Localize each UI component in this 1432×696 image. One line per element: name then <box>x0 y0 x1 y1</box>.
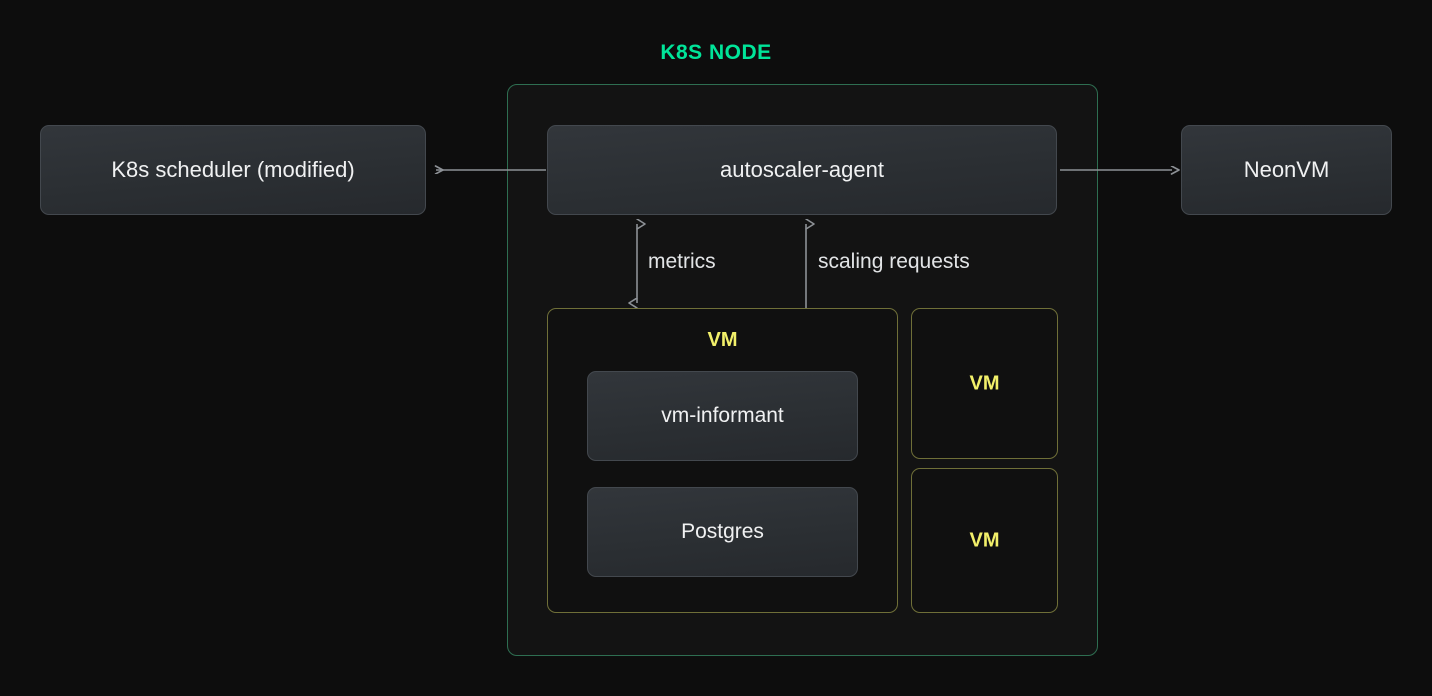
component-k8s-scheduler[interactable]: K8s scheduler (modified) <box>40 125 426 215</box>
vm-label-main: VM <box>707 329 738 351</box>
vm-box-secondary-2[interactable]: VM <box>911 468 1058 613</box>
component-vm-informant[interactable]: vm-informant <box>587 371 858 461</box>
flow-label-scaling-requests: scaling requests <box>818 250 970 273</box>
k8s-node-title: K8S NODE <box>660 41 772 64</box>
vm-box-secondary-1[interactable]: VM <box>911 308 1058 459</box>
component-neonvm[interactable]: NeonVM <box>1181 125 1392 215</box>
vm-label-secondary-2: VM <box>969 529 1000 551</box>
flow-label-metrics: metrics <box>648 250 716 273</box>
component-postgres[interactable]: Postgres <box>587 487 858 577</box>
vm-label-secondary-1: VM <box>969 372 1000 394</box>
component-autoscaler-agent[interactable]: autoscaler-agent <box>547 125 1057 215</box>
